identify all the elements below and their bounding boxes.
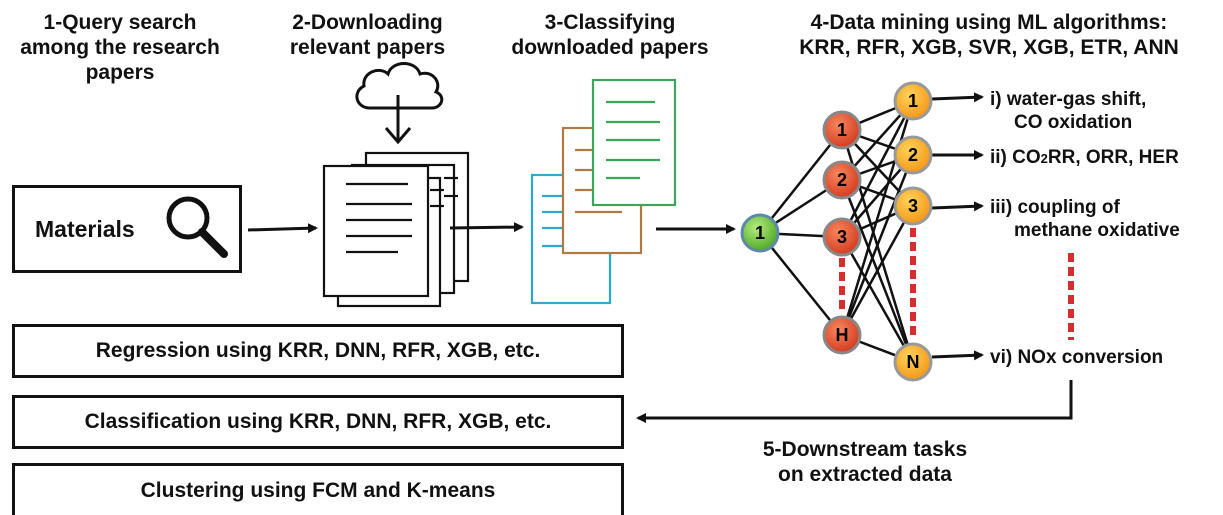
arrow-output3 [931, 201, 984, 212]
input-node: 1 [740, 213, 780, 253]
output2-prefix: ii) CO [990, 147, 1041, 168]
magnifier-icon [166, 196, 228, 258]
arrow-download-to-classify [449, 222, 524, 233]
output2-suffix: RR, ORR, HER [1047, 147, 1179, 168]
step2-header: 2-Downloading relevant papers [289, 11, 446, 59]
output-node-n: N [893, 342, 933, 382]
step1-header: 1-Query search among the research papers [20, 11, 220, 84]
output-node-n-label: N [907, 352, 920, 372]
output1-line2: CO oxidation [1014, 112, 1133, 133]
arrow-search-to-download [247, 223, 318, 234]
classified-papers-icon [530, 78, 677, 305]
hidden-node-1: 1 [822, 110, 862, 150]
arrow-output1 [931, 92, 984, 103]
hidden-node-h-label: H [836, 325, 849, 345]
cloud-download-icon [355, 62, 444, 145]
hidden-node-3-label: 3 [837, 227, 847, 247]
output-node-1-label: 1 [908, 91, 918, 111]
output3-label: iii) coupling of methane oxidative [990, 196, 1180, 242]
output3-line1: iii) coupling of [990, 197, 1120, 218]
hidden-node-2-label: 2 [837, 170, 847, 190]
step3-header: 3-Classifying downloaded papers [511, 11, 709, 59]
regression-task-label: Regression using KRR, DNN, RFR, XGB, etc… [95, 339, 541, 362]
arrow-output4 [931, 350, 984, 361]
regression-task-box: Regression using KRR, DNN, RFR, XGB, etc… [12, 324, 624, 378]
output-node-1: 1 [893, 81, 933, 121]
classification-task-label: Classification using KRR, DNN, RFR, XGB,… [84, 410, 552, 433]
output-node-2-label: 2 [908, 145, 918, 165]
output-node-3-label: 3 [908, 196, 918, 216]
output1-label: i) water-gas shift, CO oxidation [990, 88, 1146, 134]
step4-header-line2: KRR, RFR, XGB, SVR, XGB, ETR, ANN [799, 36, 1179, 59]
output-node-3: 3 [893, 186, 933, 226]
paper-stack-icon [322, 151, 470, 308]
output4-label: vi) NOx conversion [990, 346, 1163, 369]
classification-task-box: Classification using KRR, DNN, RFR, XGB,… [12, 395, 624, 449]
hidden-node-1-label: 1 [837, 120, 847, 140]
output2-label: ii) CO2RR, ORR, HER [990, 146, 1179, 170]
output4-text: vi) NOx conversion [990, 347, 1164, 368]
hidden-node-3: 3 [822, 217, 862, 257]
output-node-2: 2 [893, 135, 933, 175]
arrow-downstream-return [636, 380, 1073, 423]
output3-line2: methane oxidative [1014, 220, 1180, 241]
step5-caption: 5-Downstream tasks on extracted data [762, 438, 968, 486]
clustering-task-box: Clustering using FCM and K-means [12, 463, 624, 515]
materials-label: Materials [35, 215, 135, 242]
hidden-node-h: H [822, 315, 862, 355]
materials-search-box: Materials [12, 185, 242, 273]
output1-line1: i) water-gas shift, [990, 89, 1147, 110]
clustering-task-label: Clustering using FCM and K-means [140, 478, 496, 502]
hidden-node-2: 2 [822, 160, 862, 200]
step4-header-line1: 4-Data mining using ML algorithms: [810, 11, 1168, 34]
output2-subscript: 2 [1040, 151, 1048, 166]
input-node-label: 1 [755, 223, 765, 243]
